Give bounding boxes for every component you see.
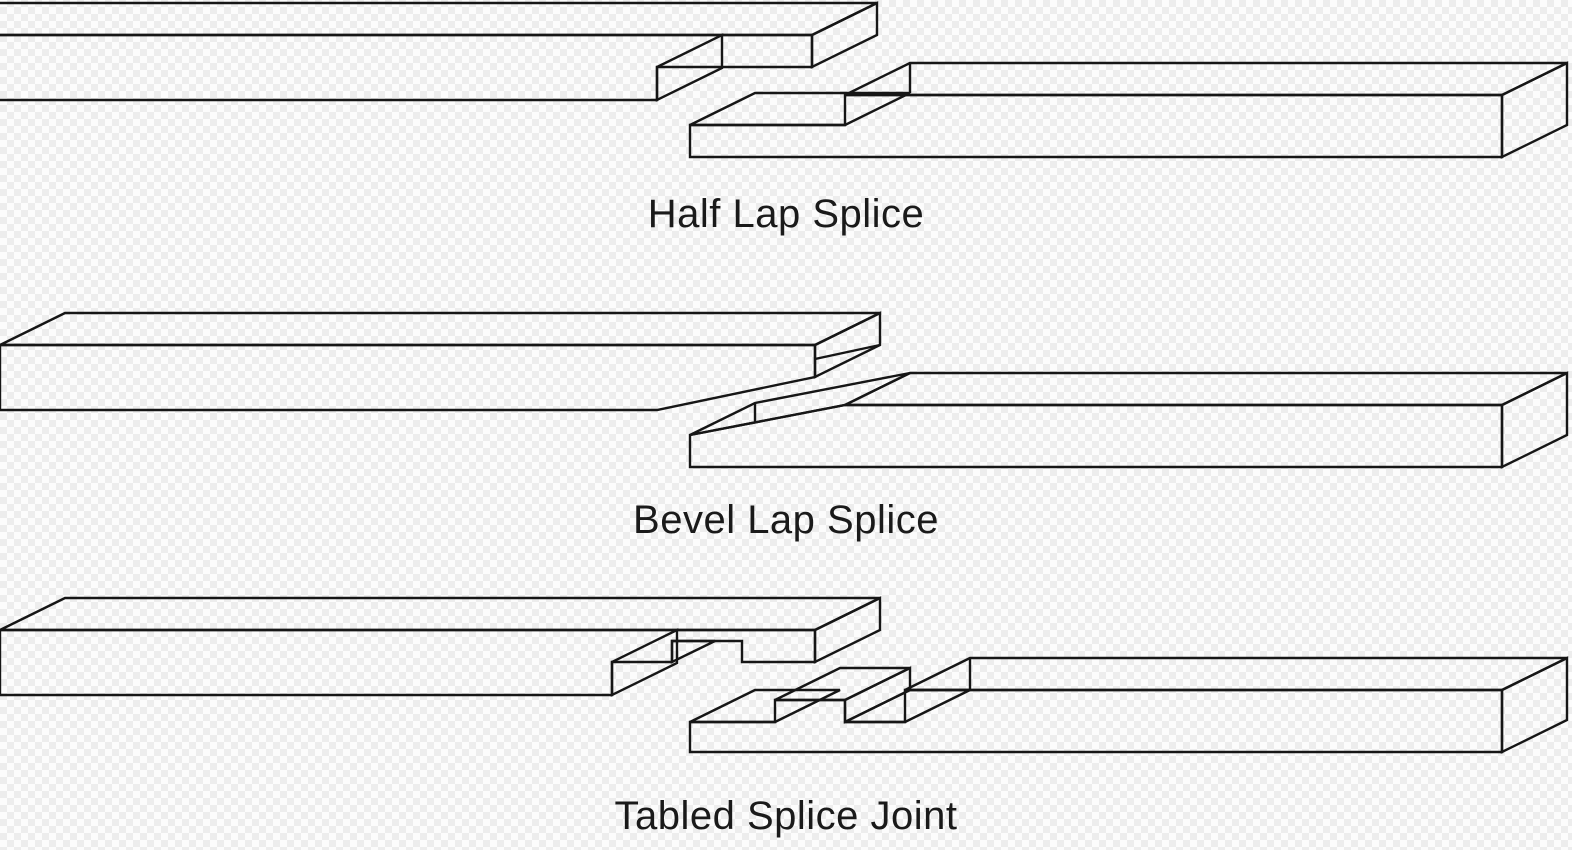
lap-step-face (655, 33, 724, 102)
beam-end-face (1500, 371, 1569, 469)
bevel-lap-right-beam (688, 371, 1569, 469)
beam-end-face (1500, 656, 1569, 754)
bevel-lap-left-beam (0, 311, 882, 412)
beam-end-face (813, 596, 882, 664)
beam-end-face (1500, 61, 1569, 159)
beam-front-face (688, 403, 1504, 469)
beam-end-face (813, 311, 882, 379)
bevel-lap-splice-label: Bevel Lap Splice (633, 498, 939, 542)
half-lap-splice-label: Half Lap Splice (647, 192, 925, 236)
beam-top-face (0, 1, 878, 37)
table-top-face (774, 666, 911, 702)
lap-floor-left (689, 688, 841, 724)
lap-step-face (610, 628, 679, 697)
half-lap-left-beam (0, 1, 879, 102)
tabled-splice-drawing (0, 596, 1569, 754)
beam-top-face (844, 61, 1568, 97)
lap-cut-floor (689, 91, 911, 127)
bevel-back-edge (814, 343, 881, 361)
half-lap-splice-drawing (0, 1, 1569, 159)
tabled-splice-right-beam (688, 656, 1569, 754)
half-lap-right-beam (688, 61, 1569, 159)
recess-inner-wall (670, 639, 716, 664)
bevel-lap-splice-drawing (0, 311, 1569, 469)
beam-front-face (0, 628, 817, 697)
tabled-splice-joint-label: Tabled Splice Joint (614, 794, 958, 838)
beam-top-face (0, 311, 881, 347)
beam-top-face (0, 596, 881, 632)
beam-end-face (810, 1, 879, 69)
beam-top-face (904, 656, 1568, 692)
tabled-splice-left-beam (0, 596, 882, 697)
beam-front-face (0, 343, 817, 412)
beam-top-face (844, 371, 1568, 407)
beam-front-face (0, 33, 814, 102)
lap-floor-right (844, 688, 971, 724)
